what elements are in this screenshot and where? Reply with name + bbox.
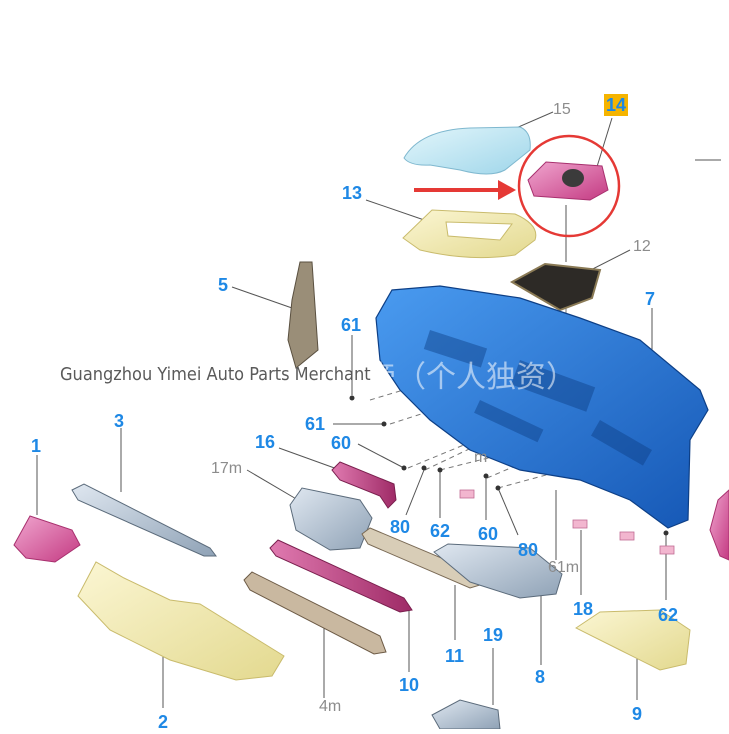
label-61-top: 61 [341,315,362,335]
label-62-right: 62 [658,605,679,625]
label-9: 9 [632,704,643,724]
label-4m: 4m [319,698,342,715]
part-4-strip [243,571,387,655]
label-5: 5 [218,275,229,295]
dashboard-detail [423,330,652,466]
label-13: 13 [342,183,363,203]
leader-lines [36,111,721,708]
label-62-mid: 62 [430,521,451,541]
part-12-grille [509,262,602,312]
label-16: 16 [255,432,276,452]
label-14: 14 [604,94,629,116]
label-8: 8 [535,667,546,687]
highlight-circle [517,134,621,238]
part-17-module [289,487,373,551]
part-10-strip [269,539,413,613]
label-18: 18 [573,599,594,619]
fastener-dots [349,395,669,536]
part-1-end-cap [13,515,81,563]
part-19-bracket [431,699,501,730]
part-2-lower-panel [77,561,285,681]
part-9-tray [575,609,691,671]
label-1: 1 [31,436,42,456]
label-80-left: 80 [390,517,411,537]
label-60-left: 60 [331,433,352,453]
label-17m: 17m [211,460,243,477]
part-14-knob [562,169,584,187]
part-7-dashboard [375,285,709,529]
part-5-bracket [287,261,319,369]
label-10: 10 [399,675,420,695]
label-15: 15 [553,101,571,118]
label-61m: 61m [548,559,580,576]
label-60-right: 60 [478,524,499,544]
label-12: 12 [633,238,651,255]
label-19: 19 [483,625,504,645]
label-7: 7 [645,289,656,309]
part-right-edge [709,489,729,561]
label-61-mid: 61 [305,414,326,434]
part-13-opening [445,221,513,241]
label-m: m [474,449,488,466]
label-3: 3 [114,411,125,431]
part-3-bracket [71,483,217,557]
watermark-cn-text: 帝（个人独资） [366,360,576,395]
part-8-plate [433,543,563,599]
label-80-right: 80 [518,540,539,560]
red-arrow-icon [414,180,516,200]
part-15-top-cover [403,126,531,175]
watermark-text: Guangzhou Yimei Auto Parts Merchant [60,364,371,385]
label-2: 2 [158,712,169,732]
label-11: 11 [445,646,465,666]
small-pads [459,489,675,555]
part-16-bracket [331,461,397,509]
